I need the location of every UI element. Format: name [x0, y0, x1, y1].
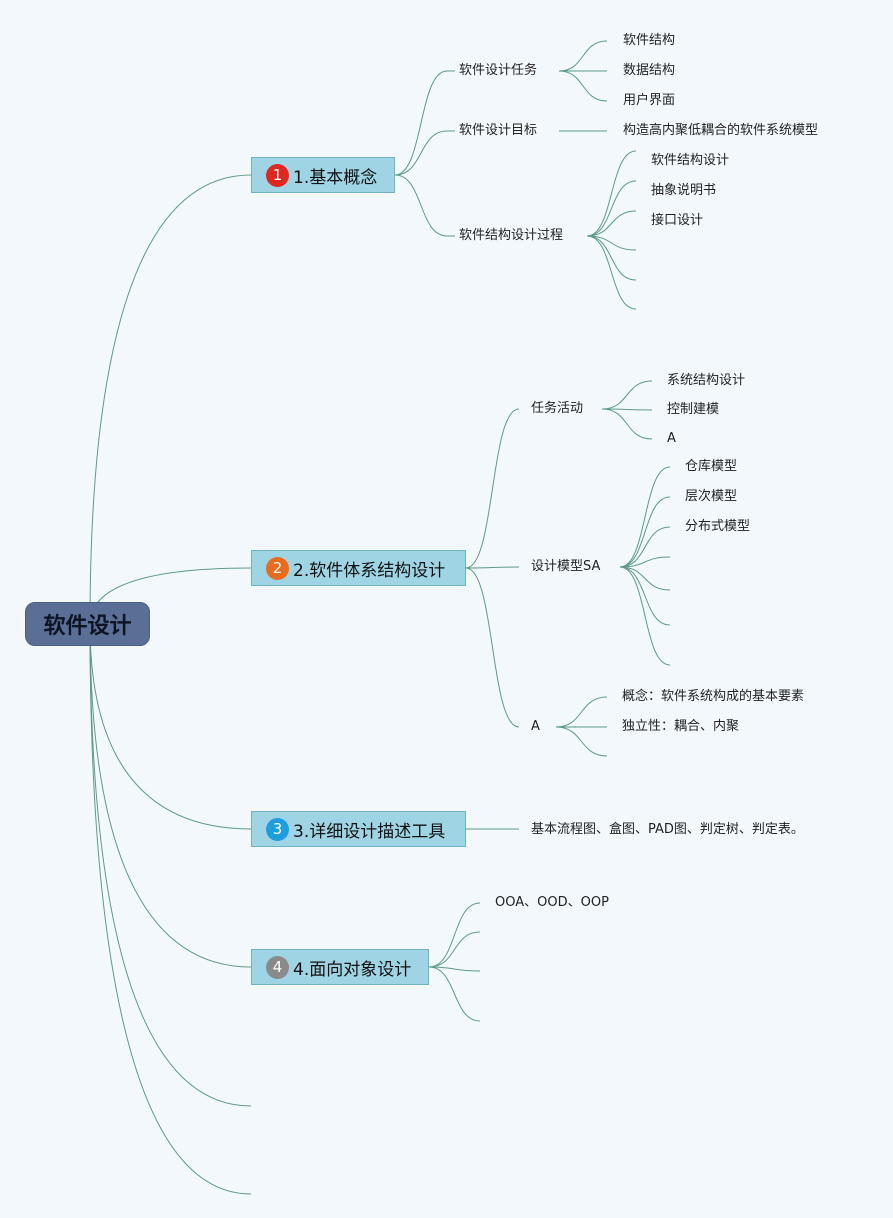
- connector-line: [619, 496, 671, 568]
- connector-line: [619, 566, 671, 666]
- connector-line: [601, 408, 653, 440]
- topic-detail-design-tools[interactable]: 3 3.详细设计描述工具: [251, 811, 466, 847]
- leaf-ooa-ood-oop[interactable]: OOA、OOD、OOP: [493, 894, 611, 912]
- connector-line: [619, 466, 671, 568]
- subtopic-task-activities[interactable]: 任务活动: [529, 400, 586, 418]
- connector-line: [601, 380, 653, 410]
- subtopic-design-task[interactable]: 软件设计任务: [457, 62, 540, 80]
- leaf-layered-model[interactable]: 层次模型: [683, 488, 740, 506]
- connector-line: [465, 566, 520, 569]
- topic-basic-concepts[interactable]: 1 1.基本概念: [251, 157, 395, 193]
- subtopic-design-model-sa[interactable]: 设计模型SA: [529, 558, 603, 576]
- root-connector-line: [89, 623, 252, 1107]
- connector-line: [619, 526, 671, 568]
- connector-line: [394, 70, 448, 176]
- leaf-repository-model[interactable]: 仓库模型: [683, 458, 740, 476]
- leaf-independence[interactable]: 独立性：耦合、内聚: [620, 718, 742, 736]
- number-1-icon: 1: [266, 163, 289, 187]
- connector-line: [586, 235, 637, 281]
- leaf-user-interface[interactable]: 用户界面: [621, 92, 678, 110]
- root-connector-line: [89, 623, 252, 968]
- connector-line: [586, 180, 637, 237]
- connector-line: [555, 726, 608, 757]
- connector-line: [428, 966, 481, 1022]
- topic-label: 3.详细设计描述工具: [293, 821, 446, 842]
- subtopic-a[interactable]: A: [529, 718, 542, 736]
- connector-line: [586, 150, 637, 237]
- connector-line: [619, 566, 671, 591]
- connector-line: [558, 70, 608, 102]
- connector-line: [465, 408, 520, 569]
- root-node[interactable]: 软件设计: [25, 602, 150, 646]
- root-connector-line: [89, 623, 252, 830]
- connector-line: [428, 931, 481, 968]
- number-3-icon: 3: [266, 817, 289, 841]
- number-2-icon: 2: [266, 556, 289, 580]
- connector-line: [558, 40, 608, 72]
- leaf-data-structure[interactable]: 数据结构: [621, 62, 678, 80]
- leaf-a[interactable]: A: [665, 430, 678, 448]
- root-connector-line: [89, 174, 252, 625]
- topic-object-oriented-design[interactable]: 4 4.面向对象设计: [251, 949, 429, 985]
- leaf-system-structure-design[interactable]: 系统结构设计: [665, 372, 748, 390]
- connector-line: [465, 567, 520, 728]
- leaf-concept-elements[interactable]: 概念：软件系统构成的基本要素: [620, 688, 807, 706]
- connector-line: [428, 902, 481, 968]
- connector-line: [619, 566, 671, 626]
- subtopic-structure-design-process[interactable]: 软件结构设计过程: [457, 227, 566, 245]
- topic-label: 4.面向对象设计: [293, 959, 412, 980]
- subtopic-design-goal[interactable]: 软件设计目标: [457, 122, 540, 140]
- connector-line: [394, 130, 448, 176]
- topic-architecture-design[interactable]: 2 2.软件体系结构设计: [251, 550, 466, 586]
- connector-line: [601, 408, 653, 411]
- leaf-software-structure[interactable]: 软件结构: [621, 32, 678, 50]
- leaf-abstract-spec[interactable]: 抽象说明书: [649, 182, 719, 200]
- connector-line: [586, 235, 637, 310]
- connector-line: [586, 210, 637, 237]
- topic-label: 2.软件体系结构设计: [293, 560, 446, 581]
- root-connector-line: [89, 623, 252, 1195]
- leaf-distributed-model[interactable]: 分布式模型: [683, 518, 753, 536]
- connector-line: [428, 966, 481, 972]
- leaf-interface-design[interactable]: 接口设计: [649, 212, 706, 230]
- connector-line: [619, 556, 671, 568]
- leaf-structure-design[interactable]: 软件结构设计: [649, 152, 732, 170]
- leaf-design-tools-list[interactable]: 基本流程图、盒图、PAD图、判定树、判定表。: [529, 821, 806, 839]
- connector-line: [586, 235, 637, 251]
- connector-line: [555, 696, 608, 728]
- leaf-high-cohesion-model[interactable]: 构造高内聚低耦合的软件系统模型: [621, 122, 821, 140]
- number-4-icon: 4: [266, 955, 289, 979]
- leaf-control-modeling[interactable]: 控制建模: [665, 401, 722, 419]
- connector-line: [394, 174, 448, 237]
- topic-label: 1.基本概念: [293, 167, 378, 188]
